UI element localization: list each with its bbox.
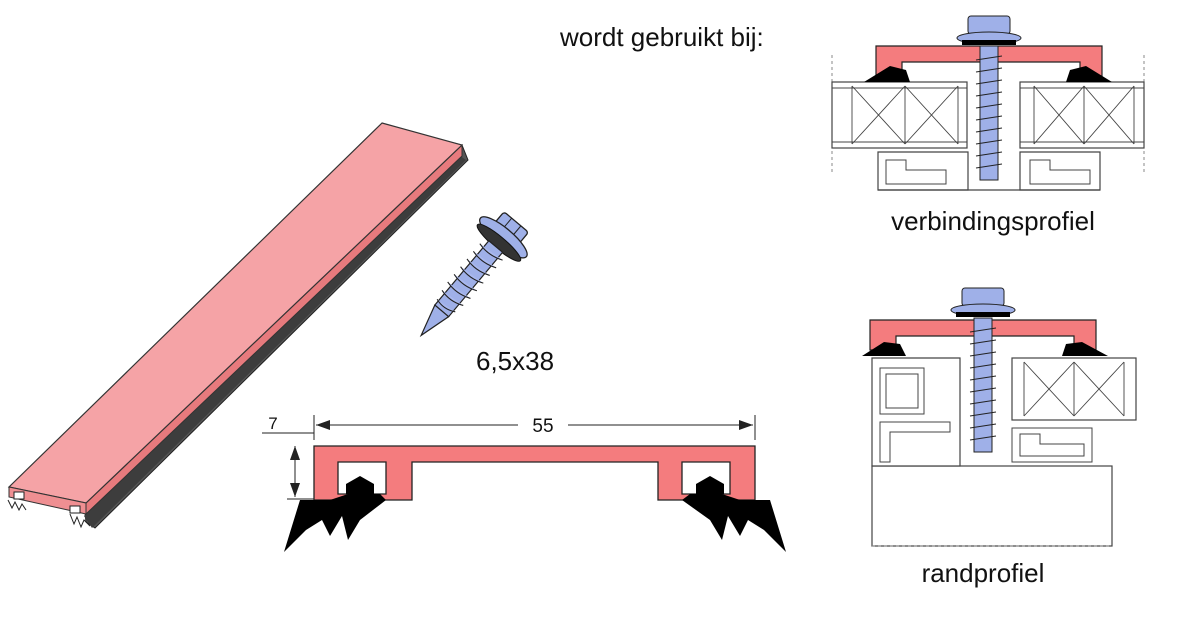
screw-illustration: [419, 212, 528, 338]
screw-size-label: 6,5x38: [476, 346, 554, 376]
connection-profile-diagram: [831, 15, 1145, 191]
edge-profile-diagram: [862, 287, 1137, 547]
profile-3d-view: [7, 122, 469, 529]
caption-verbindingsprofiel: verbindingsprofiel: [891, 206, 1095, 236]
usage-heading: wordt gebruikt bij:: [559, 22, 764, 52]
height-dimension: 7: [268, 414, 277, 433]
profile-cross-section: 55 7: [262, 414, 786, 552]
front-end-detail: [7, 491, 91, 529]
width-dimension: 55: [532, 416, 553, 437]
caption-randprofiel: randprofiel: [922, 558, 1045, 588]
